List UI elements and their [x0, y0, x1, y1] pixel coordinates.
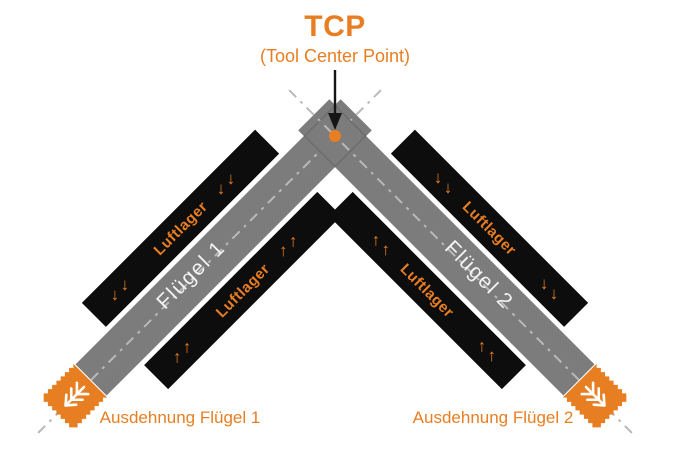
up-arrow-icon: ↑: [172, 346, 182, 366]
up-arrow-icon: ↑: [278, 240, 288, 260]
expansion-label-wing-2: Ausdehnung Flügel 2: [412, 408, 574, 427]
tcp-subtitle: (Tool Center Point): [259, 46, 411, 66]
tcp-title: TCP: [304, 10, 366, 43]
down-arrow-icon: ↓: [110, 284, 119, 304]
tcp-point-marker: [329, 130, 341, 142]
up-arrow-icon: ↑: [371, 229, 381, 249]
expansion-arrow-icon: [39, 363, 108, 432]
up-arrow-icon: ↑: [487, 345, 497, 365]
expansion-label-wing-1: Ausdehnung Flügel 1: [99, 408, 261, 427]
air-pressure-arrows: ↓ ↓: [423, 162, 463, 202]
down-arrow-icon: ↓: [540, 273, 549, 293]
tcp-pointer-arrow-icon: [328, 70, 342, 130]
wing-2: ↓ ↓ Luftlager ↓ ↓ ↑ ↑ Luftlager ↑ ↑ Flüg…: [215, 16, 673, 466]
expansion-arrow-icon: [562, 363, 631, 432]
air-pressure-arrows: ↑ ↑: [162, 332, 202, 372]
air-pressure-arrows: ↑ ↑: [467, 330, 507, 370]
air-pressure-arrows: ↓ ↓: [529, 268, 569, 308]
air-pressure-arrows: ↑ ↑: [361, 224, 401, 264]
down-arrow-icon: ↓: [216, 178, 225, 198]
down-arrow-icon: ↓: [549, 283, 559, 303]
air-pressure-arrows: ↓ ↓: [100, 270, 140, 310]
up-arrow-icon: ↑: [182, 337, 191, 357]
up-arrow-icon: ↑: [381, 239, 390, 259]
down-arrow-icon: ↓: [119, 275, 129, 295]
wing-1: ↓ ↓ Luftlager ↓ ↓ ↑ ↑ Luftlager ↑ ↑ Flüg…: [0, 16, 455, 466]
down-arrow-icon: ↓: [434, 167, 443, 187]
wing-1-expansion-stamp: [39, 363, 108, 432]
down-arrow-icon: ↓: [443, 177, 453, 197]
up-arrow-icon: ↑: [478, 335, 487, 355]
wing-2-expansion-stamp: [562, 363, 631, 432]
